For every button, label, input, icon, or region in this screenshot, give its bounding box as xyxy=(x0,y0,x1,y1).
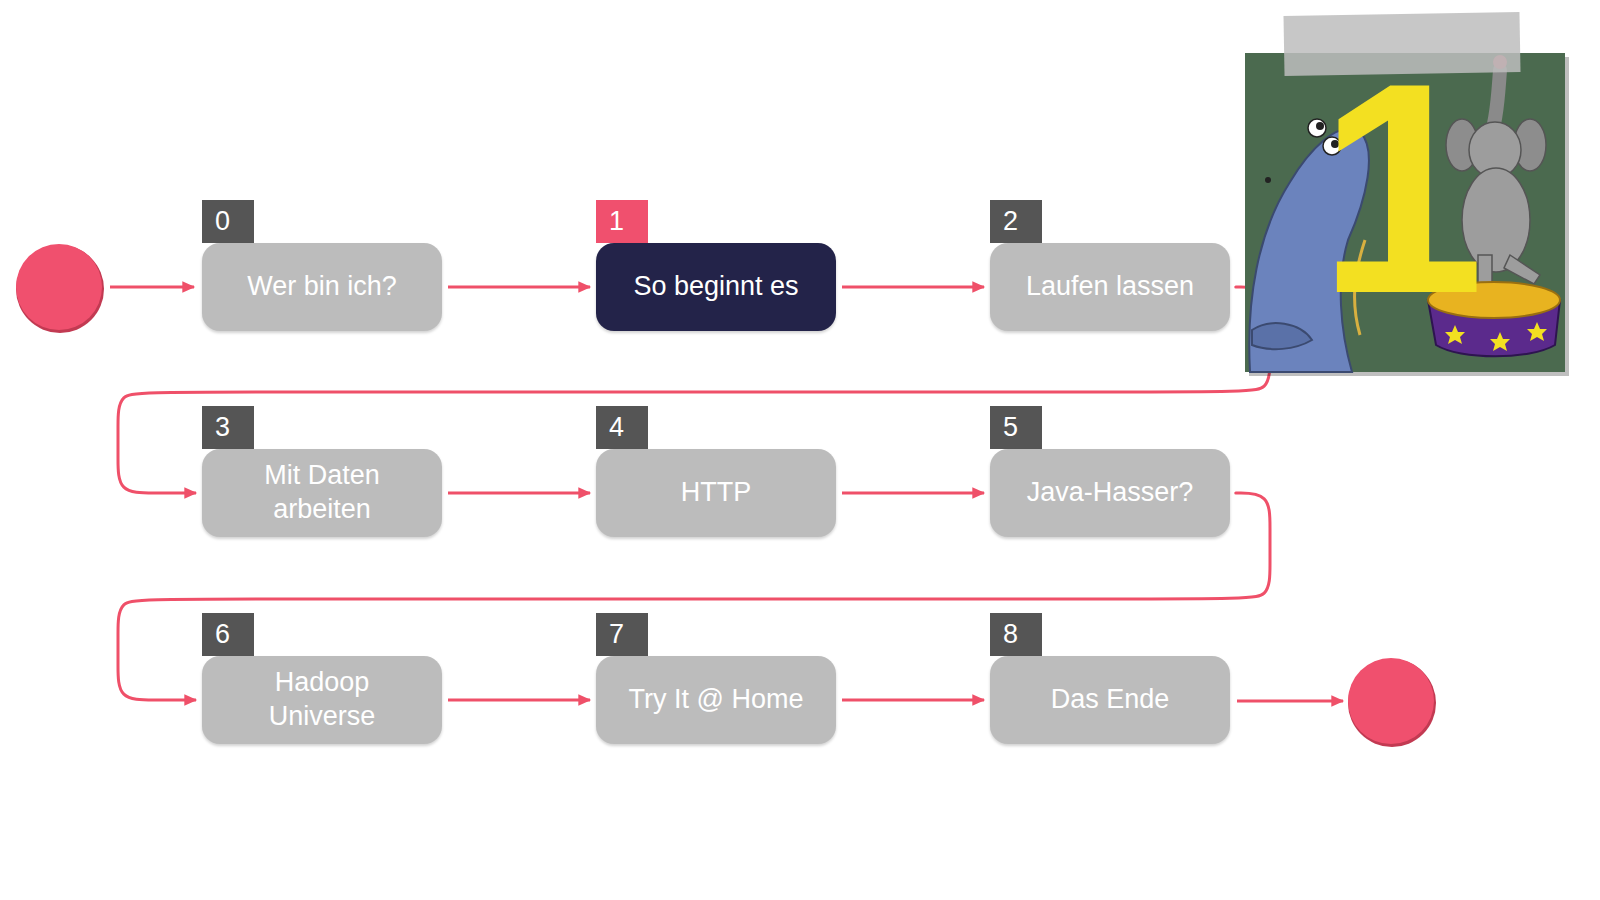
end-arrow xyxy=(1237,700,1343,703)
start-arrow xyxy=(110,286,194,289)
step-box: Mit Daten arbeiten xyxy=(202,449,442,537)
edge-group xyxy=(118,287,1270,700)
step-box: Hadoop Universe xyxy=(202,656,442,744)
star xyxy=(1527,322,1547,341)
step-title: Das Ende xyxy=(1051,683,1170,717)
step-title: Laufen lassen xyxy=(1026,270,1194,304)
step-box: So beginnt es xyxy=(596,243,836,331)
flow-arrow xyxy=(448,699,590,702)
flow-arrow xyxy=(448,286,590,289)
step-box: Wer bin ich? xyxy=(202,243,442,331)
step-title: HTTP xyxy=(681,476,752,510)
illustration-number: 1 xyxy=(1318,38,1485,338)
step-box: Das Ende xyxy=(990,656,1230,744)
start-circle xyxy=(16,244,102,330)
step-number: 2 xyxy=(990,200,1042,243)
step-title: Mit Daten arbeiten xyxy=(220,459,424,527)
step-title: Hadoop Universe xyxy=(220,666,424,734)
agenda-step: 0Wer bin ich? xyxy=(202,200,442,331)
agenda-step: 3Mit Daten arbeiten xyxy=(202,406,442,537)
agenda-step: 8Das Ende xyxy=(990,613,1230,744)
elephant-leg xyxy=(1504,255,1540,284)
step-number: 8 xyxy=(990,613,1042,656)
agenda-step: 5Java-Hasser? xyxy=(990,406,1230,537)
agenda-step: 6Hadoop Universe xyxy=(202,613,442,744)
step-box: HTTP xyxy=(596,449,836,537)
flow-arrow xyxy=(448,492,590,495)
agenda-step: 2Laufen lassen xyxy=(990,200,1230,331)
agenda-step: 4HTTP xyxy=(596,406,836,537)
flow-arrow xyxy=(842,492,984,495)
agenda-step: 7Try It @ Home xyxy=(596,613,836,744)
step-title: Try It @ Home xyxy=(629,683,804,717)
step-number: 4 xyxy=(596,406,648,449)
step-box: Try It @ Home xyxy=(596,656,836,744)
step-number: 7 xyxy=(596,613,648,656)
end-circle xyxy=(1348,658,1434,744)
step-title: Java-Hasser? xyxy=(1027,476,1194,510)
step-title: Wer bin ich? xyxy=(247,270,397,304)
agenda-step: 1 So beginnt es xyxy=(596,200,836,331)
start-circle-shadow xyxy=(16,245,104,333)
step-box: Java-Hasser? xyxy=(990,449,1230,537)
whale-eye-side xyxy=(1265,177,1271,183)
flow-arrow xyxy=(842,286,984,289)
end-circle-shadow xyxy=(1348,659,1436,747)
whale-fin xyxy=(1252,323,1312,349)
step-number: 1 xyxy=(596,200,648,243)
step-number: 5 xyxy=(990,406,1042,449)
step-number: 6 xyxy=(202,613,254,656)
star xyxy=(1490,332,1510,351)
flow-arrow xyxy=(842,699,984,702)
step-number: 0 xyxy=(202,200,254,243)
step-box: Laufen lassen xyxy=(990,243,1230,331)
step-title: So beginnt es xyxy=(633,270,798,304)
step-number: 3 xyxy=(202,406,254,449)
